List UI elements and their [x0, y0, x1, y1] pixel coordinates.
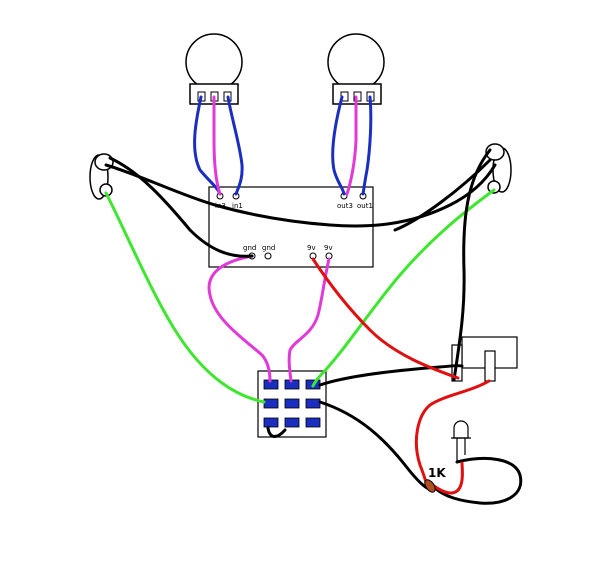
dc-jack-icon [451, 336, 518, 382]
wires-green [104, 188, 496, 404]
pin-label-out1: out1 [357, 202, 373, 210]
potentiometer-left-icon [185, 33, 243, 105]
resistor-label: 1K [428, 466, 446, 480]
wires-blue [193, 95, 373, 196]
pin-label-gnd-a: gnd [243, 244, 256, 252]
led-icon [451, 420, 471, 462]
wires-red [311, 257, 491, 495]
pin-label-gnd-b: gnd [262, 244, 275, 252]
pin-label-9v-b: 9v [324, 244, 333, 252]
input-jack-icon [89, 153, 114, 200]
pin-label-out3: out3 [337, 202, 353, 210]
pin-label-9v-a: 9v [307, 244, 316, 252]
wires-magenta [207, 95, 358, 383]
pin-label-in1: in1 [232, 202, 243, 210]
wires-black [104, 148, 523, 505]
potentiometer-right-icon [327, 33, 385, 105]
output-jack-icon [485, 143, 512, 194]
resistor-icon: 1K [424, 466, 446, 493]
